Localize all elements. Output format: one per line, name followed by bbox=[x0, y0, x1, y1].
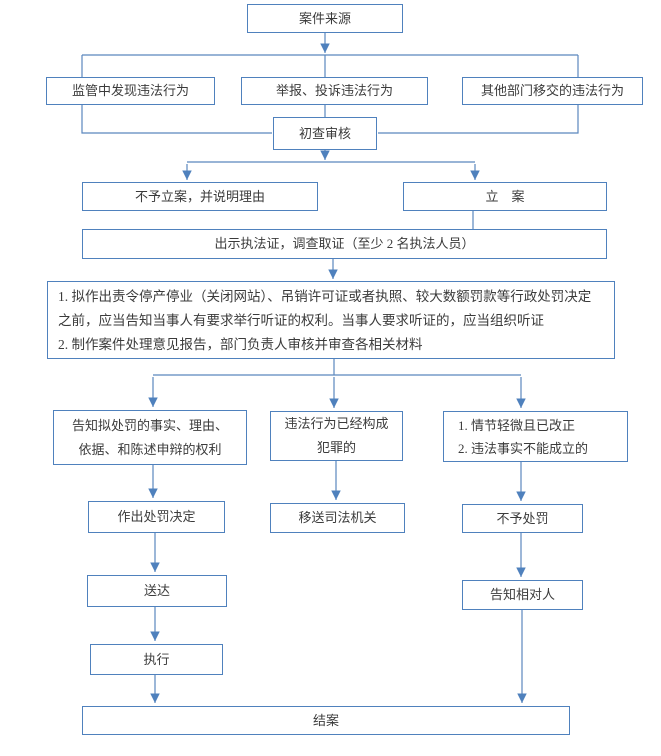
node-inform-rights: 告知拟处罚的事实、理由、 依据、和陈述申辩的权利 bbox=[53, 410, 247, 465]
node-show-credentials-investigate: 出示执法证，调查取证（至少 2 名执法人员） bbox=[82, 229, 607, 259]
node-delivery: 送达 bbox=[87, 575, 227, 607]
node-no-penalty: 不予处罚 bbox=[462, 504, 583, 533]
node-other-dept-transfer: 其他部门移交的违法行为 bbox=[462, 77, 643, 105]
node-notify-party: 告知相对人 bbox=[462, 580, 583, 610]
node-transfer-judicial: 移送司法机关 bbox=[270, 503, 405, 533]
node-report-complaint: 举报、投诉违法行为 bbox=[241, 77, 428, 105]
node-execute: 执行 bbox=[90, 644, 223, 675]
node-minor-or-unfounded: 1. 情节轻微且已改正 2. 违法事实不能成立的 bbox=[443, 411, 628, 462]
node-initial-review: 初查审核 bbox=[273, 117, 377, 150]
node-no-case-filing: 不予立案，并说明理由 bbox=[82, 182, 318, 211]
node-case-filed: 立 案 bbox=[403, 182, 607, 211]
node-supervision-found: 监管中发现违法行为 bbox=[46, 77, 215, 105]
node-case-source: 案件来源 bbox=[247, 4, 403, 33]
node-constitutes-crime: 违法行为已经构成 犯罪的 bbox=[270, 411, 403, 461]
node-hearing-notice: 1. 拟作出责令停产停业（关闭网站）、吊销许可证或者执照、较大数额罚款等行政处罚… bbox=[47, 281, 615, 359]
node-case-closed: 结案 bbox=[82, 706, 570, 735]
node-penalty-decision: 作出处罚决定 bbox=[88, 501, 225, 533]
